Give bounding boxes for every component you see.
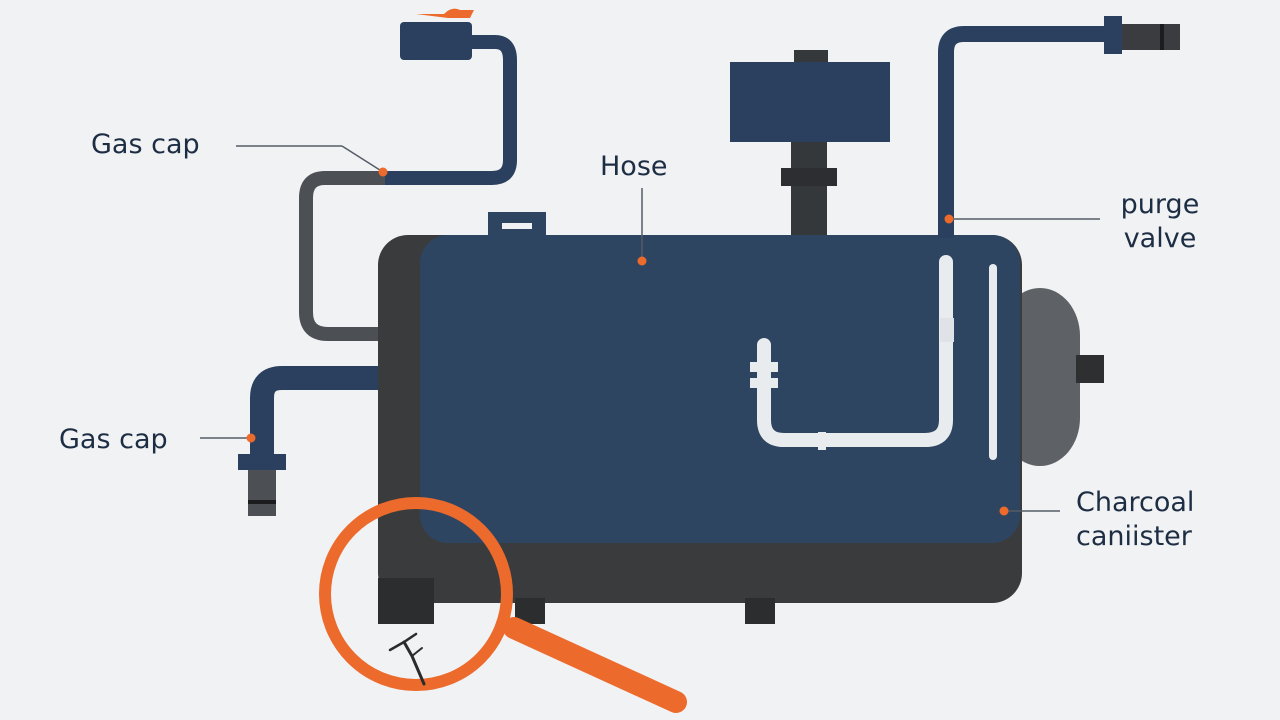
- gas-cap-hose-navy: [385, 35, 517, 185]
- purge-valve-pipe: [938, 26, 1110, 238]
- label-charcoal-line2: caniister: [1076, 521, 1192, 552]
- internal-pipe-fitting-2: [750, 378, 778, 388]
- purge-valve-pipe-band: [1160, 24, 1164, 50]
- tank-main-body: [420, 235, 1020, 543]
- tank-foot-1: [378, 578, 434, 624]
- marker-gas-cap-left: [246, 433, 256, 443]
- label-hose: Hose: [600, 151, 668, 182]
- marker-gas-cap-top: [378, 167, 388, 177]
- filler-neck-band: [248, 500, 276, 504]
- top-stem: [791, 140, 827, 240]
- top-stem-collar: [781, 168, 837, 186]
- marker-hose: [637, 256, 647, 266]
- internal-pipe-fitting-1: [750, 362, 778, 372]
- label-charcoal-line1: Charcoal: [1076, 487, 1195, 518]
- tank-foot-3: [745, 598, 775, 624]
- label-purge-valve-line2: valve: [1123, 223, 1197, 254]
- internal-pipe-fitting-4: [940, 318, 954, 342]
- label-gas-cap-top: Gas cap: [91, 129, 200, 160]
- side-canister-nozzle: [1076, 355, 1104, 383]
- internal-pipe-fitting-3: [818, 432, 826, 450]
- label-gas-cap-left: Gas cap: [59, 424, 168, 455]
- gas-cap-orange-handle: [416, 8, 474, 18]
- gas-cap-body: [400, 22, 472, 60]
- marker-charcoal: [999, 506, 1009, 516]
- internal-pipe: [757, 255, 953, 447]
- label-purge-valve-line1: purge: [1120, 189, 1200, 220]
- filler-neck-pipe: [250, 366, 385, 462]
- filler-neck-spout: [248, 470, 276, 516]
- top-housing: [730, 62, 890, 142]
- leader-gas-cap-top-diag: [341, 145, 384, 173]
- purge-valve-pipe-tip: [1122, 24, 1180, 50]
- purge-valve-pipe-collar: [1104, 16, 1122, 54]
- gas-cap-hose-gray: [299, 171, 385, 341]
- marker-purge-valve: [944, 214, 954, 224]
- filler-neck-collar: [238, 454, 286, 470]
- tank-tab-slot: [502, 223, 532, 229]
- magnifying-glass-icon: [319, 497, 687, 713]
- crack-icon: [388, 632, 426, 686]
